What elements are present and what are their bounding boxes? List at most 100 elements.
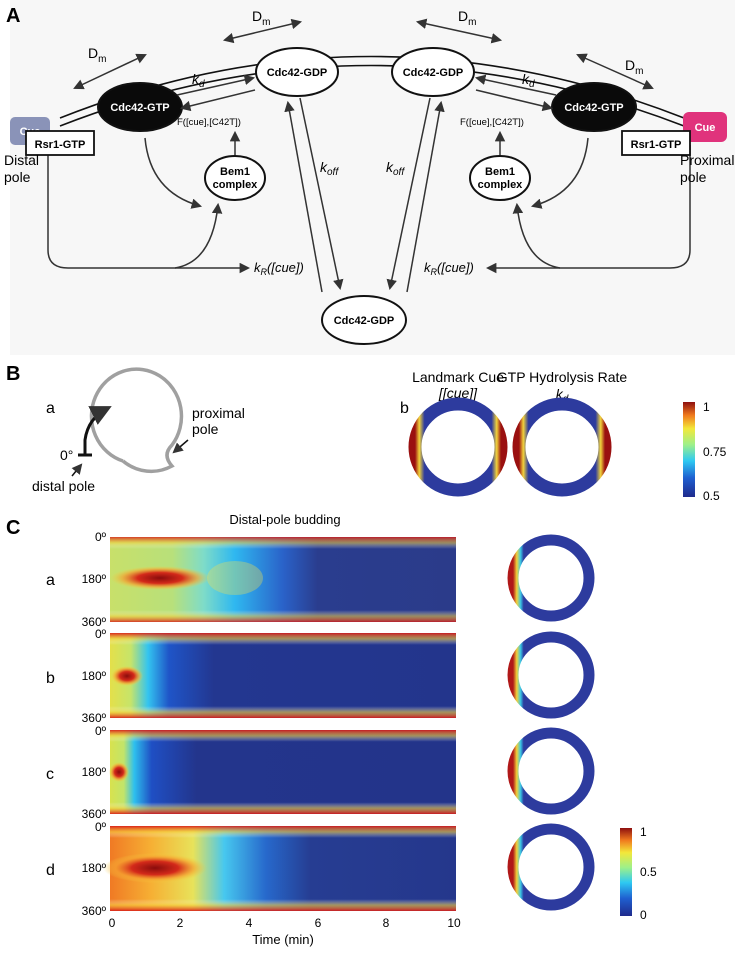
panel-b: B a b 0° proximal pole distal pole Landm… [6, 363, 727, 503]
y-ticks: 0º 180º 360º 0º 180º 360º 0º 180º 360º 0… [82, 530, 107, 918]
heatmap-a [110, 537, 456, 622]
ring-c-a [507, 534, 595, 622]
diffusion-arrow-left [73, 53, 147, 90]
heatmap-d [103, 826, 456, 911]
xtick-8: 8 [383, 916, 390, 930]
zero-degree-label: 0° [60, 447, 73, 463]
xtick-10: 10 [447, 916, 461, 930]
proximal-label-2: pole [192, 421, 219, 437]
xtick-0: 0 [109, 916, 116, 930]
panel-a-letter: A [6, 5, 20, 27]
dm-label-3: Dm [88, 45, 106, 65]
panel-b-letter: B [6, 363, 20, 385]
heatmap-b-edges [110, 633, 456, 718]
colorbar-b [683, 402, 695, 497]
proximal-pole-label-2: pole [680, 169, 707, 185]
kd-arrow-right-forward [474, 74, 557, 96]
cdc42-gdp-node-right [391, 47, 475, 97]
dm-label-4: Dm [625, 57, 643, 77]
distal-pole-label-1: Distal [4, 152, 39, 168]
cue-label-proximal: Cue [695, 122, 716, 134]
proximal-label-1: proximal [192, 405, 245, 421]
koff-arrow-right-down [386, 97, 431, 291]
xtick-4: 4 [246, 916, 253, 930]
cdc42-gtp-label-right: Cdc42-GTP [564, 102, 623, 114]
cue-box-proximal [683, 112, 727, 142]
panel-c-letter: C [6, 517, 20, 539]
colorbar-b-tick-1: 1 [703, 400, 710, 414]
koff-arrow-left-down [299, 97, 344, 291]
heatmap-b-hotspot [111, 666, 143, 686]
panel-a: A Dm Dm Dm Dm Cdc42-GDP Cdc42-GDP Cdc42-… [4, 0, 735, 355]
dm-label-2: Dm [458, 8, 476, 28]
ytick-c-180: 180º [82, 765, 107, 779]
heatmap-c-edges [110, 730, 456, 814]
kd-arrow-left-forward [176, 74, 256, 96]
heatmap-a-hotspot [110, 566, 210, 590]
distal-pointer [71, 463, 83, 477]
cdc42-gdp-label-left: Cdc42-GDP [267, 67, 328, 79]
ytick-b-360: 360º [82, 711, 107, 725]
heatmap-d-hotspot [103, 853, 207, 883]
kd-label-left: kd [192, 71, 205, 90]
bem1-label-left-2: complex [213, 179, 259, 191]
kr-label-left: kR([cue]) [254, 260, 304, 277]
panel-c-title: Distal-pole budding [229, 512, 340, 527]
xtick-2: 2 [177, 916, 184, 930]
kd-arrow-right-back [475, 89, 554, 112]
ytick-d-360: 360º [82, 904, 107, 918]
cdc42-gdp-label-cytosol: Cdc42-GDP [334, 315, 395, 327]
diffusion-arrow-top-right [415, 18, 503, 44]
rsr1-label-right: Rsr1-GTP [631, 139, 682, 151]
cue-subtitle: [[cue]] [438, 385, 478, 401]
ytick-d-180: 180º [82, 861, 107, 875]
ytick-c-360: 360º [82, 807, 107, 821]
gtp-to-bem1-arrow-right [530, 137, 589, 209]
colorbar-b-tick-2: 0.75 [703, 445, 727, 459]
gtp-title: GTP Hydrolysis Rate [497, 369, 628, 385]
gtp-to-bem1-arrow-left [144, 137, 203, 209]
rsr1-box-right [621, 130, 691, 156]
diffusion-arrow-top-left [222, 18, 303, 44]
x-ticks: 0 2 4 6 8 10 [109, 916, 461, 930]
ring-c-c [507, 727, 595, 815]
colorbar-c-tick-1: 1 [640, 825, 647, 839]
xtick-6: 6 [315, 916, 322, 930]
rotation-arrow [83, 406, 112, 455]
diffusion-arrow-right [576, 53, 654, 90]
ytick-c-0: 0º [95, 724, 107, 738]
panel-c: C Distal-pole budding a b [6, 512, 657, 947]
bem1-label-left-1: Bem1 [220, 166, 250, 178]
kd-arrow-left-back [179, 89, 256, 112]
bem1-node-right [469, 155, 531, 201]
row-label-b: b [46, 670, 55, 687]
cdc42-gdp-node-cytosol [321, 295, 407, 345]
gtp-ring [512, 397, 612, 497]
row-label-d: d [46, 862, 55, 879]
x-axis-label: Time (min) [252, 932, 314, 947]
cue-ring [408, 397, 508, 497]
f-function-label-left: F([cue],[C42T]) [177, 117, 241, 128]
ytick-a-360: 360º [82, 615, 107, 629]
heatmap-c [109, 730, 456, 814]
distal-pole-label-2: pole [4, 169, 31, 185]
proximal-pole-label-1: Proximal [680, 152, 734, 168]
panel-b-sub-b: b [400, 400, 409, 417]
heatmap-c-hotspot [109, 762, 129, 782]
colorbar-c-tick-3: 0 [640, 908, 647, 922]
cdc42-gdp-node-left [255, 47, 339, 97]
rsr1-box-left [25, 130, 95, 156]
ytick-d-0: 0º [95, 820, 107, 834]
colorbar-c-tick-2: 0.5 [640, 865, 657, 879]
koff-label-left: koff [320, 159, 339, 178]
ytick-b-0: 0º [95, 627, 107, 641]
row-label-a: a [46, 572, 55, 589]
distal-label: distal pole [32, 478, 95, 494]
kd-label-right: kd [522, 71, 535, 90]
colorbar-c [620, 828, 632, 916]
ytick-b-180: 180º [82, 669, 107, 683]
dm-label-1: Dm [252, 8, 270, 28]
bem1-label-right-2: complex [478, 179, 524, 191]
panel-b-sub-a: a [46, 400, 55, 417]
